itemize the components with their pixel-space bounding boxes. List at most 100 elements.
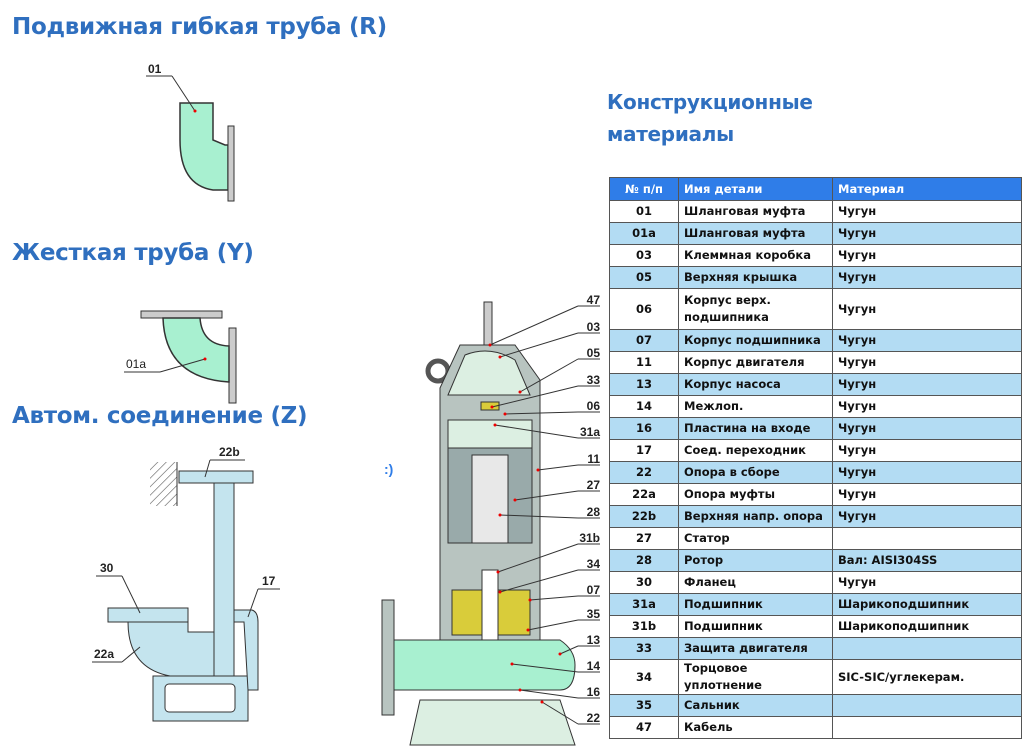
cell-number: 14 [609, 395, 679, 418]
cell-material: Чугун [832, 288, 1022, 330]
cell-part-name: Соед. переходник [678, 439, 833, 462]
cell-number: 13 [609, 373, 679, 396]
cell-part-name: Пластина на входе [678, 417, 833, 440]
motor-protection [480, 401, 500, 411]
cell-part-name: Шланговая муфта [678, 222, 833, 245]
auto-coupling-diagram: 22b 30 17 22a [92, 445, 280, 722]
cell-part-name: Кабель [678, 716, 833, 739]
cell-number: 03 [609, 244, 679, 267]
marker-dot [498, 355, 502, 359]
marker-dot [540, 700, 544, 704]
leader-line [159, 358, 206, 373]
cell-part-name: Корпус верх. подшипника [678, 288, 833, 330]
label-47: 47 [587, 293, 601, 307]
cell-part-name: Защита двигателя [678, 637, 833, 660]
marker-dot [493, 423, 497, 427]
label-17: 17 [262, 574, 276, 588]
leader-line [499, 569, 579, 593]
cell-material [832, 716, 1022, 739]
leader-line [121, 575, 141, 614]
cell-part-name: Подшипник [678, 593, 833, 616]
label-01: 01 [148, 62, 162, 76]
top-flange [140, 310, 223, 319]
cell-number: 31a [609, 593, 679, 616]
leader-line [489, 305, 579, 346]
cell-material: Чугун [832, 571, 1022, 594]
cell-part-name: Клеммная коробка [678, 244, 833, 267]
marker-dot [518, 390, 522, 394]
leader-line [519, 689, 579, 699]
cell-part-name: Сальник [678, 694, 833, 717]
leader-line [527, 619, 579, 631]
cell-part-name: Опора в сборе [678, 461, 833, 484]
heading-rigid-pipe: Жесткая труба (Y) [12, 240, 254, 266]
marker-dot [513, 498, 517, 502]
hose-coupling-elbow [179, 102, 229, 191]
cell-part-name: Подшипник [678, 615, 833, 638]
leader-line [497, 543, 579, 573]
header-number: № п/п [609, 177, 679, 201]
marker-dot [490, 405, 494, 409]
cell-part-name: Шланговая муфта [678, 200, 833, 223]
cell-part-name: Межлоп. [678, 395, 833, 418]
cell-material: Чугун [832, 222, 1022, 245]
label-22: 22 [587, 711, 601, 725]
marker-dot [498, 513, 502, 517]
flexible-pipe-diagram: 01 [146, 62, 235, 202]
cell-number: 01a [609, 222, 679, 245]
cell-material [832, 694, 1022, 717]
label-31b: 31b [579, 531, 600, 545]
cell-number: 05 [609, 266, 679, 289]
terminal-chamber [447, 350, 531, 396]
cell-material: Чугун [832, 351, 1022, 374]
cell-number: 33 [609, 637, 679, 660]
label-33: 33 [587, 373, 601, 387]
shaft [481, 569, 499, 641]
cell-number: 11 [609, 351, 679, 374]
leader-line [514, 490, 579, 501]
leader-line [121, 646, 141, 663]
marker-dot [526, 628, 530, 632]
cell-material: Чугун [832, 200, 1022, 223]
cell-number: 01 [609, 200, 679, 223]
cell-number: 17 [609, 439, 679, 462]
label-14: 14 [587, 659, 601, 673]
leader-line [171, 75, 196, 112]
cell-number: 35 [609, 694, 679, 717]
marker-dot [193, 109, 197, 113]
pump-cross-section [381, 301, 576, 746]
label-05: 05 [587, 346, 601, 360]
flange-30 [107, 607, 189, 623]
cut-off-text: :) [384, 461, 393, 477]
cell-material [832, 637, 1022, 660]
cell-material: Шарикоподшипник [832, 593, 1022, 616]
label-22a: 22a [94, 647, 114, 661]
marker-dot [503, 412, 507, 416]
marker-dot [488, 343, 492, 347]
leader-line [504, 411, 579, 415]
cell-material: Чугун [832, 461, 1022, 484]
header-material: Материал [832, 177, 1022, 201]
table-header-row: № п/п Имя детали Материал [609, 177, 1022, 201]
cell-part-name: Фланец [678, 571, 833, 594]
marker-dot [518, 688, 522, 692]
cell-part-name: Ротор [678, 549, 833, 572]
cell-material: Вал: AISI304SS [832, 549, 1022, 572]
cell-part-name: Корпус насоса [678, 373, 833, 396]
